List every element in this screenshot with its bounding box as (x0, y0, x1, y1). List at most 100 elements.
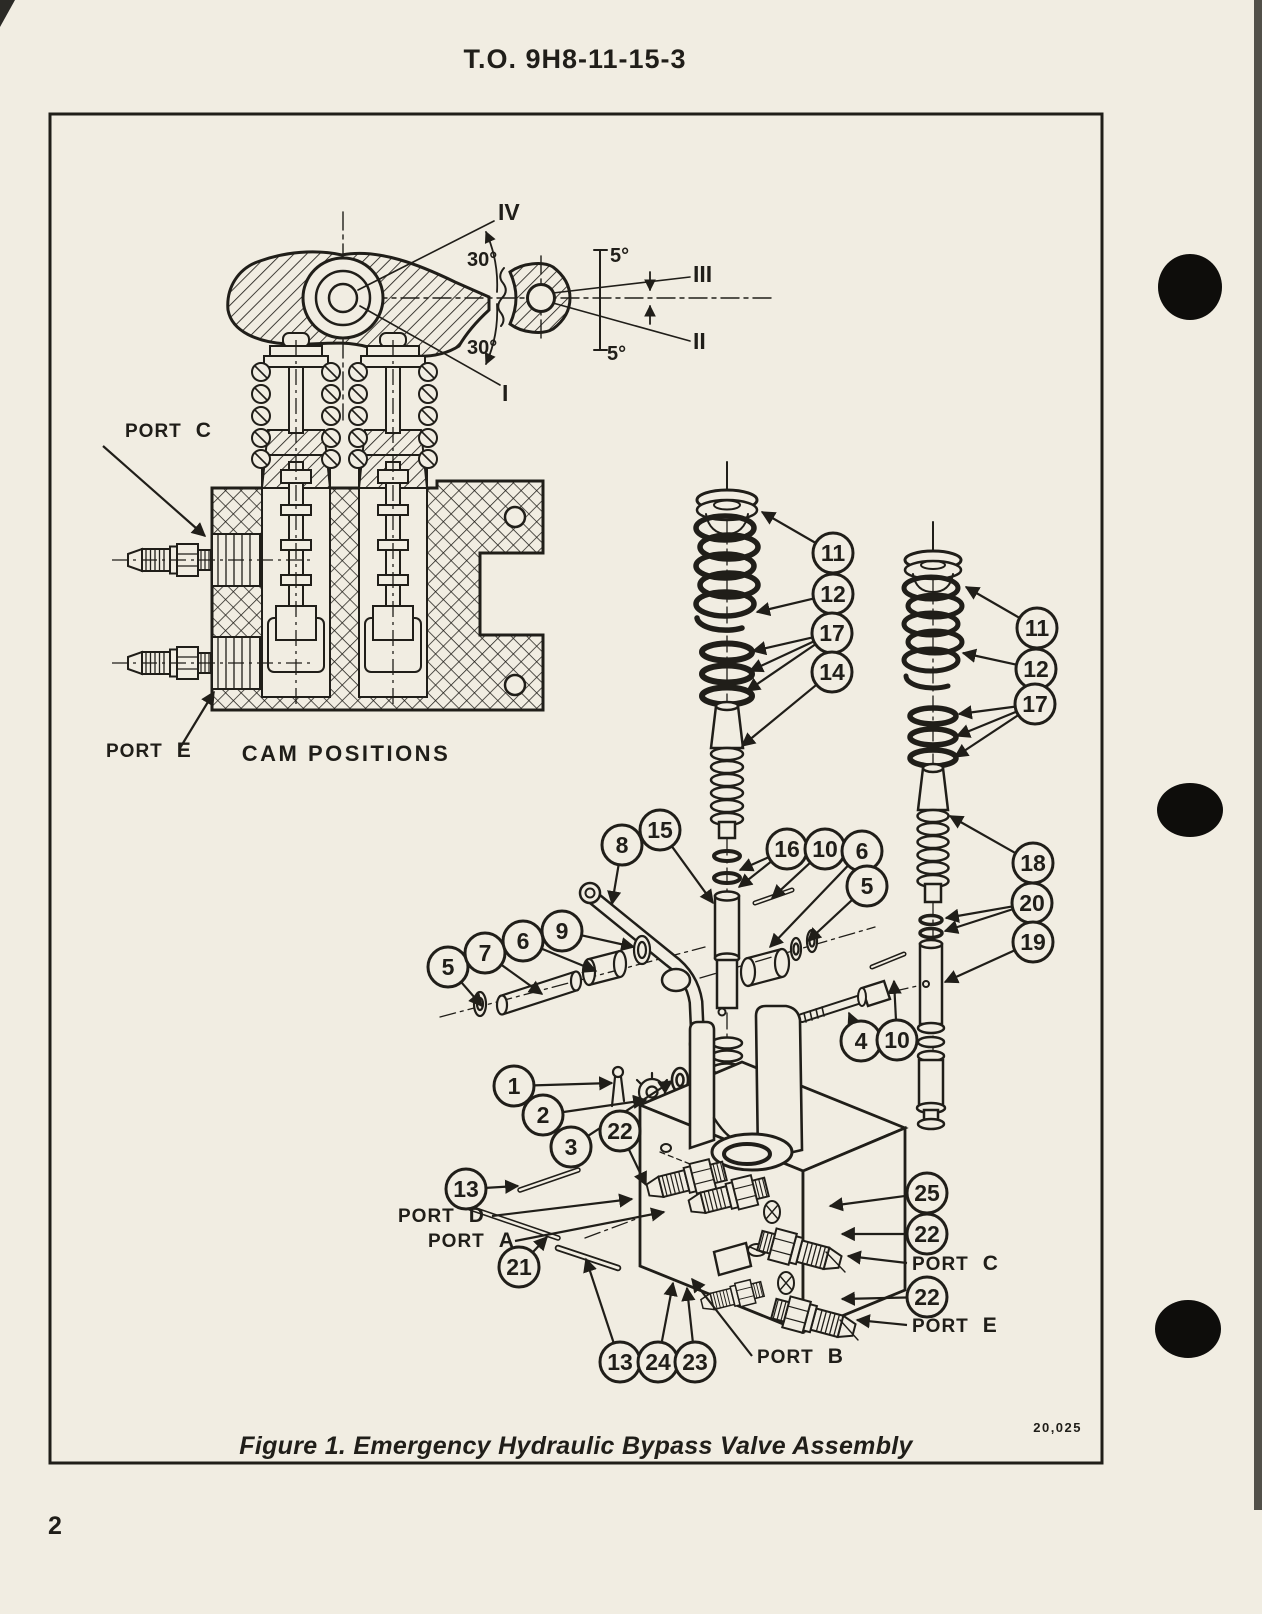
cam-position-label: III (693, 261, 712, 287)
svg-text:22: 22 (914, 1284, 940, 1310)
angle-label: 30° (467, 249, 497, 271)
page-corner-mark (0, 0, 15, 27)
svg-text:15: 15 (647, 817, 673, 843)
callout-15: 15 (638, 808, 714, 905)
svg-text:24: 24 (645, 1349, 671, 1375)
binder-hole (1155, 1300, 1221, 1358)
callout-18: 18 (948, 815, 1055, 885)
svg-text:17: 17 (819, 620, 845, 646)
callout-24: 24 (636, 1281, 680, 1384)
o-ring-17 (699, 662, 755, 686)
callout-7: 7 (463, 931, 544, 995)
binder-hole (1157, 783, 1223, 837)
cotter-pin-1 (610, 1065, 626, 1108)
svg-text:21: 21 (506, 1254, 532, 1280)
svg-text:16: 16 (774, 836, 800, 862)
callout-6: 6 (501, 919, 598, 973)
callout-6: 6 (769, 829, 884, 949)
callout-12: 12 (961, 647, 1058, 691)
section-label: CAM POSITIONS (242, 741, 451, 766)
cam-position-diagram (226, 211, 773, 421)
port-leader (691, 1277, 753, 1357)
callout-10: 10 (875, 979, 919, 1062)
figure-border (48, 112, 1104, 1465)
fitting-slot-ends (763, 1200, 795, 1295)
cam-position-label: I (502, 380, 508, 406)
callout-8: 8 (600, 823, 644, 906)
svg-text:25: 25 (914, 1180, 940, 1206)
fork-prong-right (754, 1004, 804, 1162)
callout-2: 2 (521, 1093, 648, 1137)
svg-text:9: 9 (556, 918, 569, 944)
svg-text:3: 3 (565, 1134, 578, 1160)
bolt-4 (797, 979, 892, 1023)
cam-position-label: II (693, 328, 706, 354)
svg-text:23: 23 (682, 1349, 708, 1375)
figure-code: 20,025 (1033, 1420, 1082, 1435)
o-ring-17 (907, 705, 959, 727)
callout-23: 23 (673, 1286, 717, 1384)
callout-1: 1 (492, 1064, 614, 1108)
valve-spool-14 (709, 700, 745, 840)
washer-16 (712, 849, 742, 863)
svg-text:17: 17 (1022, 691, 1048, 717)
port-leader (179, 690, 215, 749)
callout-4: 4 (839, 1011, 883, 1063)
svg-text:5: 5 (442, 954, 455, 980)
callout-11: 11 (964, 586, 1059, 650)
svg-text:13: 13 (453, 1176, 479, 1202)
callout-21: 21 (497, 1235, 548, 1289)
mounting-hole (503, 505, 527, 529)
callout-5: 5 (806, 864, 889, 942)
svg-text:7: 7 (479, 940, 492, 966)
valve-spool-18 (916, 762, 950, 904)
callout-13: 13 (444, 1167, 520, 1211)
svg-text:10: 10 (812, 836, 838, 862)
svg-text:11: 11 (1025, 615, 1050, 641)
callout-19: 19 (943, 920, 1055, 984)
angle-label: 5° (607, 343, 626, 365)
page-edge-shadow (1254, 0, 1262, 1510)
port-leader (491, 1193, 634, 1218)
washer-20 (918, 926, 944, 940)
washer-20 (918, 913, 944, 927)
callout-22: 22 (840, 1275, 949, 1319)
svg-text:6: 6 (856, 838, 869, 864)
callout-12: 12 (755, 572, 855, 616)
svg-text:12: 12 (820, 581, 846, 607)
angle-label: 30° (467, 337, 497, 359)
svg-text:1: 1 (508, 1073, 521, 1099)
svg-text:6: 6 (517, 928, 530, 954)
svg-text:13: 13 (607, 1349, 633, 1375)
exploded-view (439, 461, 965, 1347)
svg-text:22: 22 (607, 1118, 633, 1144)
svg-text:10: 10 (884, 1027, 910, 1053)
svg-text:5: 5 (861, 873, 874, 899)
svg-text:4: 4 (855, 1028, 868, 1054)
pin-10-lower (869, 951, 907, 970)
fitting-port-c-section (127, 543, 212, 577)
fork-prong-left (688, 1020, 716, 1150)
callout-5: 5 (426, 945, 483, 1008)
svg-text:11: 11 (821, 540, 846, 566)
port-leader (855, 1314, 908, 1329)
lever-arm-8 (578, 881, 708, 1054)
spring-stack-right (901, 521, 965, 769)
page-header: T.O. 9H8-11-15-3 (463, 44, 687, 74)
callout-9: 9 (540, 909, 636, 953)
svg-text:20: 20 (1019, 890, 1045, 916)
angle-label: 5° (610, 245, 629, 267)
page-number: 2 (48, 1512, 62, 1540)
mounting-hole (503, 673, 527, 697)
svg-text:8: 8 (616, 832, 629, 858)
shaft-19 (915, 938, 947, 1131)
port-leader (846, 1250, 908, 1265)
